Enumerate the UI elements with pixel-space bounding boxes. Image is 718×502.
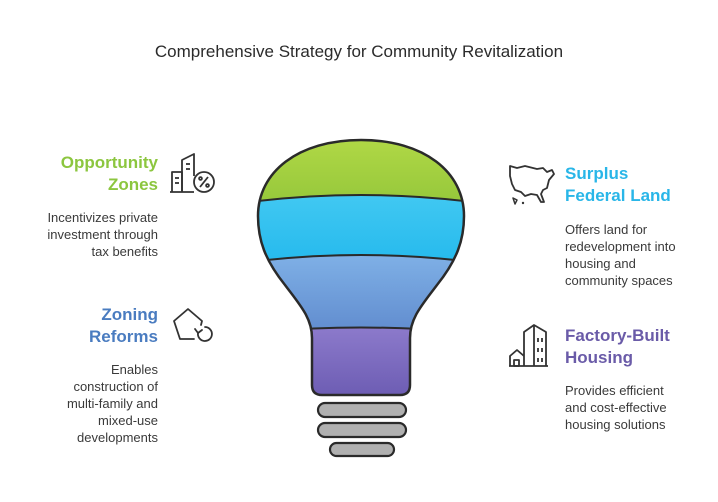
bulb-segment-2 — [258, 195, 464, 272]
diagram-title: Comprehensive Strategy for Community Rev… — [154, 42, 564, 61]
pentagon-refresh-icon — [173, 308, 213, 342]
zoning-reforms-description: Enables construction of multi-family and… — [66, 362, 158, 445]
factory-built-housing-description: Provides efficient and cost-effective ho… — [565, 383, 667, 432]
bulb-base-ring-3 — [328, 441, 396, 458]
building-percent-icon — [170, 153, 215, 193]
bulb-base-ring-2 — [316, 421, 408, 439]
houses-icon — [509, 324, 548, 367]
surplus-federal-land-heading: Surplus Federal Land — [565, 164, 671, 205]
bulb-segment-4 — [258, 327, 464, 395]
surplus-federal-land-description: Offers land for redevelopment into housi… — [565, 222, 676, 288]
factory-built-housing-heading: Factory-Built Housing — [565, 326, 670, 367]
opportunity-zones-description: Incentivizes private investment through … — [47, 210, 158, 259]
us-map-icon — [509, 165, 555, 205]
zoning-reforms-heading: Zoning Reforms — [89, 305, 158, 346]
bulb-base-ring-1 — [316, 401, 408, 419]
opportunity-zones-heading: Opportunity Zones — [60, 153, 158, 194]
